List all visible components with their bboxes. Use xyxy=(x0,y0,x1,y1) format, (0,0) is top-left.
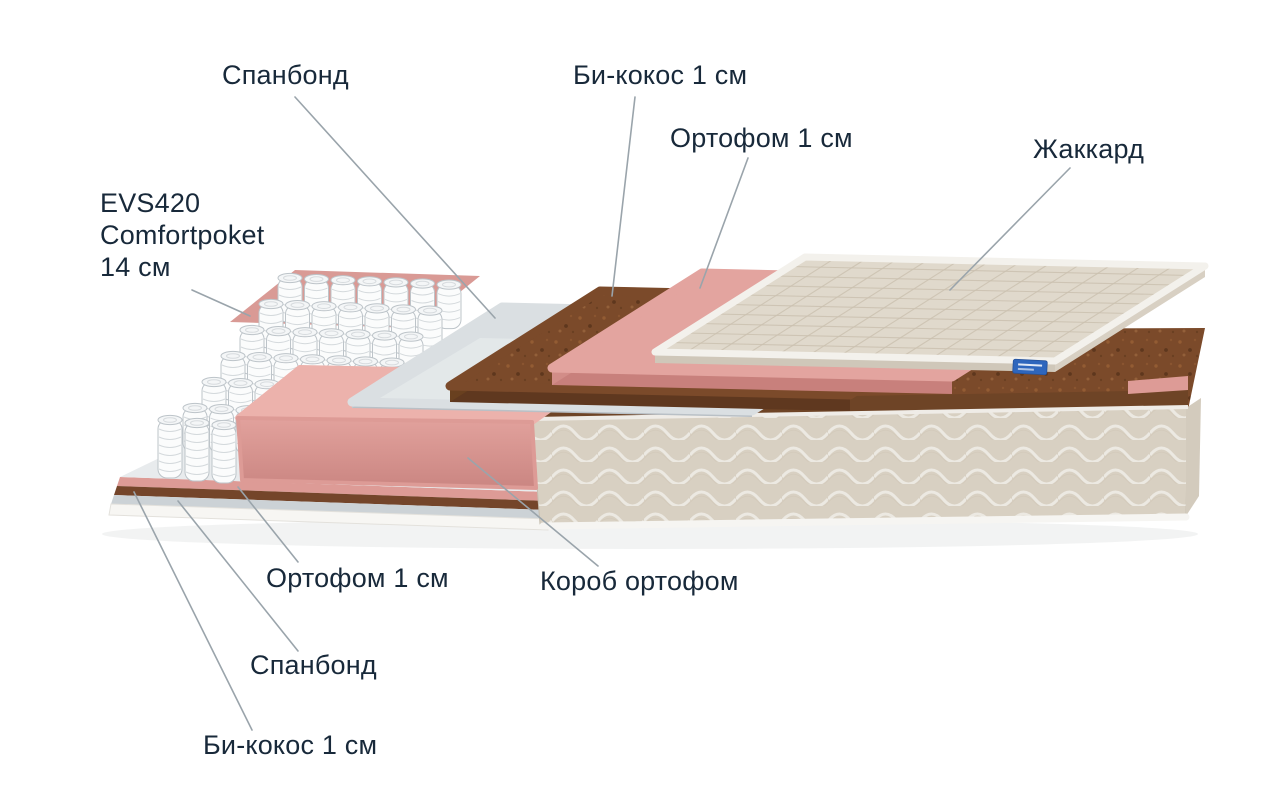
leader-jacquard xyxy=(949,167,1071,291)
leader-orthofoam-bottom xyxy=(237,486,299,563)
label-spunbond-top: Спанбонд xyxy=(222,60,349,90)
leader-orthofoam-top xyxy=(699,157,749,289)
orthofoam-box-front xyxy=(236,416,538,490)
ground-shadow xyxy=(102,519,1198,549)
leader-bicoconut-top xyxy=(611,96,636,297)
cover-front-face xyxy=(531,407,1189,525)
leader-springs xyxy=(191,289,251,317)
spring xyxy=(184,417,210,482)
jacquard-cover xyxy=(651,253,1209,376)
leader-orthofoam-box xyxy=(467,457,599,567)
cover-front xyxy=(522,376,1201,530)
label-jacquard: Жаккард xyxy=(1033,134,1145,164)
label-springs-evs420: EVS420 Comfortpoket 14 см xyxy=(100,188,265,282)
leader-spunbond-bottom xyxy=(177,500,299,652)
leader-bicoconut-bottom xyxy=(133,491,253,731)
leader-spunbond-top xyxy=(294,96,496,319)
jacquard-quilt-pattern xyxy=(669,257,1191,361)
spring xyxy=(157,414,183,479)
cover-top-piping xyxy=(531,405,1189,421)
jacquard-tape-edge xyxy=(651,253,1209,365)
spring xyxy=(211,419,237,484)
bottom-piping-band xyxy=(108,503,549,531)
cover-bottom-piping xyxy=(539,513,1190,530)
leader-lines xyxy=(133,96,1071,731)
label-orthofoam-top: Ортофом 1 см xyxy=(670,123,853,153)
label-orthofoam-box: Короб ортофом xyxy=(540,566,739,596)
label-bicoconut-bottom: Би-кокос 1 см xyxy=(203,730,378,760)
cover-right-face xyxy=(1186,398,1201,516)
label-orthofoam-bottom: Ортофом 1 см xyxy=(266,563,449,593)
label-spunbond-bottom: Спанбонд xyxy=(250,650,377,680)
label-bicoconut-top: Би-кокос 1 см xyxy=(573,60,748,90)
bottom-bicoconut-band xyxy=(114,486,548,510)
orthofoam-right-sliver xyxy=(1128,376,1188,394)
brand-tag xyxy=(1012,358,1048,376)
bottom-spunbond-band xyxy=(111,495,548,519)
